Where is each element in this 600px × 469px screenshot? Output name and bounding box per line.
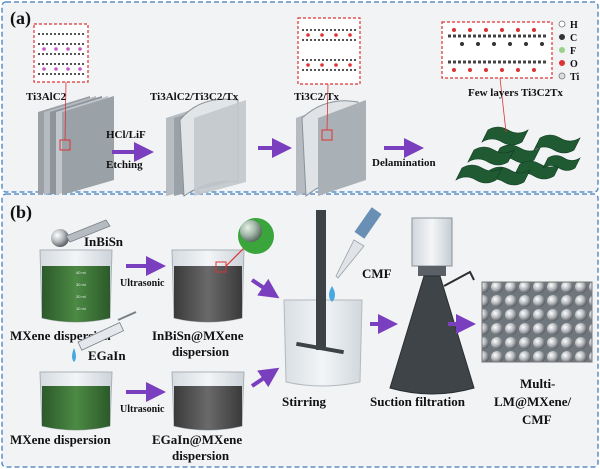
prod1-line1: InBiSn@MXene	[152, 328, 244, 343]
mxene-coated-droplet	[225, 218, 274, 267]
ultrasonic-1: Ultrasonic	[120, 278, 165, 289]
delamination-label: Delamination	[372, 157, 436, 169]
final-line3: CMF	[522, 412, 552, 427]
stage1-label: Ti3AlC2	[26, 91, 67, 103]
legend-c: C	[570, 33, 577, 44]
final-line2: LM@MXene/	[494, 394, 571, 409]
tick-50-b1: 50 ml	[76, 256, 86, 261]
arrow-to-stirring-1	[250, 278, 280, 299]
stirring-beaker	[283, 210, 363, 387]
beaker-inbisn-mxene	[171, 249, 245, 323]
etching-agent: HCl/LiF	[106, 129, 146, 141]
stage3-label: Ti3C2/Tx	[294, 91, 340, 103]
ultrasonic-2: Ultrasonic	[120, 404, 165, 415]
suction-flask	[389, 217, 475, 395]
beaker-egain-mxene	[171, 371, 245, 431]
ti3alc2-lattice	[38, 33, 84, 75]
egain-label: EGaIn	[88, 348, 126, 363]
prod2-line2: dispersion	[172, 448, 230, 463]
cmf-label: CMF	[362, 266, 392, 281]
ti3alc2-stack	[38, 96, 114, 195]
prod1-line2: dispersion	[172, 344, 230, 359]
tick-40-b1: 40 ml	[76, 270, 86, 275]
cmf-pipette	[329, 207, 382, 302]
arrow-to-stirring-2	[250, 367, 280, 388]
inbisn-label: InBiSn	[84, 234, 124, 249]
etched-stack	[166, 98, 246, 197]
zoom-ti3c2tx	[297, 17, 361, 85]
legend-ti: Ti	[570, 72, 579, 83]
beaker-mxene-2	[39, 371, 113, 431]
etching-label: Etching	[106, 159, 143, 171]
beaker-mxene-1	[39, 249, 113, 323]
beaker-ticks: 50 ml 40 ml 30 ml 20 ml 10 ml	[76, 256, 86, 311]
tick-30-b1: 30 ml	[76, 282, 86, 287]
stirring-label: Stirring	[282, 394, 327, 409]
legend-f: F	[570, 46, 576, 57]
suction-label: Suction filtration	[370, 394, 466, 409]
panel-b-label: (b)	[10, 202, 32, 223]
atom-legend: H C F O Ti	[558, 20, 579, 83]
prod2-line1: EGaIn@MXene	[152, 432, 242, 447]
stage4-label: Few layers Ti3C2Tx	[468, 87, 563, 99]
mxene-flakes	[455, 126, 581, 186]
stage2-label: Ti3AlC2/Ti3C2/Tx	[150, 91, 239, 103]
few-layers-lattice	[448, 28, 546, 72]
panel-a-label: (a)	[10, 8, 31, 29]
legend-h: H	[570, 20, 578, 31]
legend-o: O	[570, 59, 578, 70]
inbisn-source	[51, 219, 111, 247]
final-line1: Multi-	[520, 376, 555, 391]
ti3c2tx-stack	[296, 100, 366, 198]
egain-syringe	[72, 311, 137, 362]
tick-10-b1: 10 ml	[76, 306, 86, 311]
ti3c2tx-lattice	[302, 29, 356, 71]
disp2-label: MXene dispersion	[10, 432, 112, 447]
tick-20-b1: 20 ml	[76, 294, 86, 299]
product-micrograph	[481, 281, 593, 363]
